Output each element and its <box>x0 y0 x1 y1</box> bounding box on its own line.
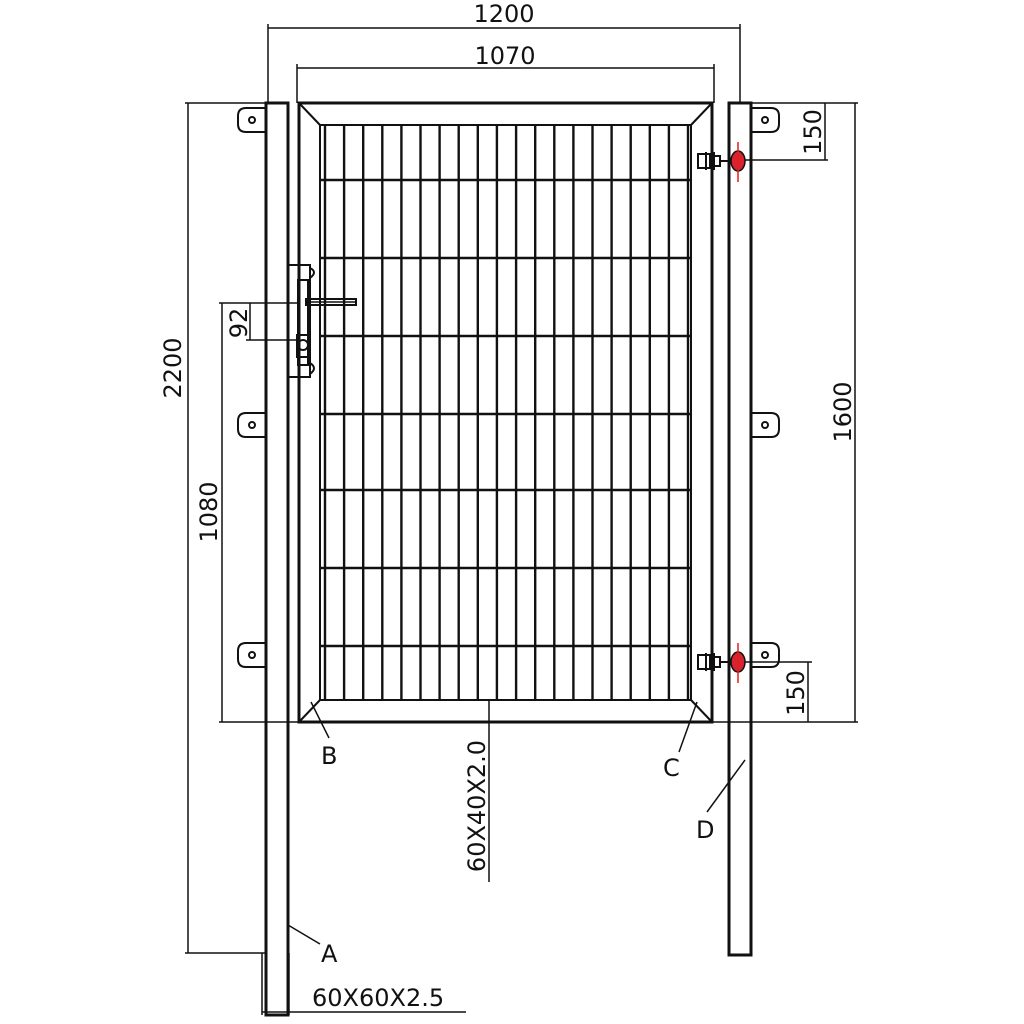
callout-c: C <box>663 701 698 782</box>
hinge-bottom <box>697 643 746 683</box>
post-mounting-tabs <box>237 107 780 668</box>
dimension-overall-width: 1200 <box>267 0 741 103</box>
dimension-hinge-span: 1600 <box>829 103 857 722</box>
callout-d: D <box>696 759 746 844</box>
callout-b-label: B <box>321 742 337 770</box>
dimension-latch-offset-label: 92 <box>225 308 253 339</box>
dimension-overall-width-label: 1200 <box>473 0 534 28</box>
dimension-post-height: 2200 <box>159 102 266 954</box>
post-profile-label: 60X60X2.5 <box>312 984 444 1012</box>
frame-profile-label: 60X40X2.0 <box>463 740 491 872</box>
dimension-hinge-bottom: 150 <box>745 661 812 722</box>
left-post <box>264 101 290 1017</box>
latch-lock <box>287 264 357 378</box>
callout-d-label: D <box>696 816 714 844</box>
hinge-top <box>697 142 746 182</box>
dimension-hinge-top-label: 150 <box>799 109 827 155</box>
right-post <box>727 101 753 957</box>
dimension-hinge-span-label: 1600 <box>829 381 857 442</box>
dimension-gate-height-label: 1080 <box>195 481 223 542</box>
callout-b: B <box>310 701 337 770</box>
callout-a-label: A <box>321 940 338 968</box>
dimension-leaf-width: 1070 <box>296 42 715 103</box>
callout-c-label: C <box>663 754 680 782</box>
dimension-hinge-bottom-label: 150 <box>782 670 810 716</box>
dimension-hinge-top: 150 <box>745 102 858 161</box>
mesh-panel <box>320 125 691 700</box>
dimension-frame-profile: 60X40X2.0 <box>463 700 491 882</box>
dimension-latch-offset: 92 <box>225 303 298 341</box>
callout-a: A <box>287 924 338 968</box>
dimension-post-profile: 60X60X2.5 <box>261 953 466 1015</box>
dimension-post-height-label: 2200 <box>159 337 187 398</box>
dimension-gate-height: 1080 <box>195 302 858 723</box>
dimension-leaf-width-label: 1070 <box>474 42 535 70</box>
